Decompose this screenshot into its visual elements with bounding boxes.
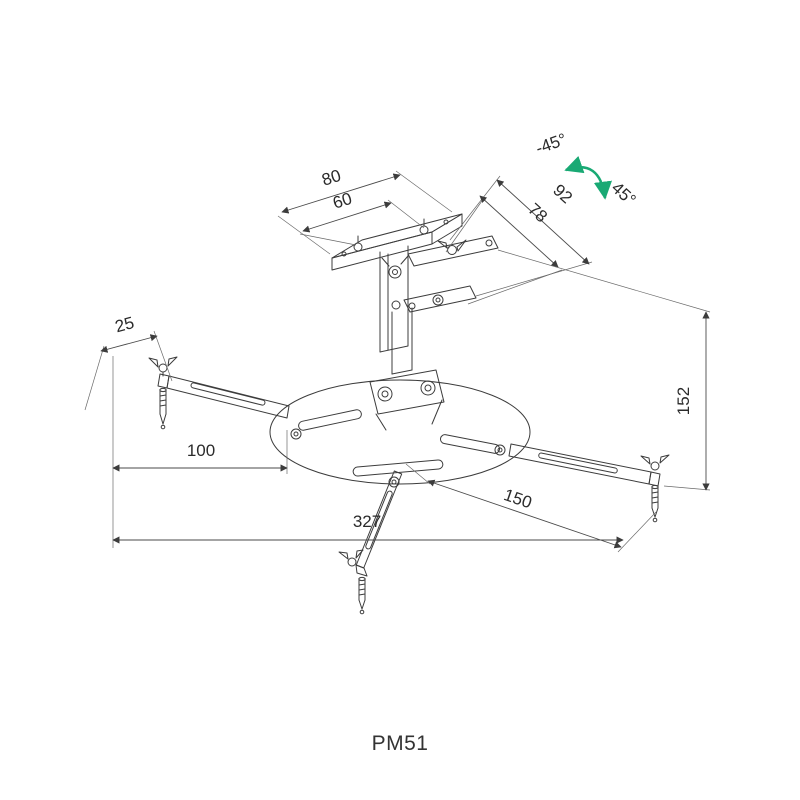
mount-illustration: [148, 213, 670, 615]
dim-327-label: 327: [353, 512, 381, 531]
wing-screw-icon: [347, 557, 357, 567]
rotation-arc-icon: [564, 155, 612, 200]
dimension-top-plate-inner: 60: [299, 189, 425, 246]
rotation-ccw-label: -45°: [533, 130, 569, 159]
wing-screw-icon: [158, 363, 168, 373]
dim-92-label: 92: [549, 181, 576, 208]
dim-25-label: 25: [113, 313, 136, 336]
rotation-annotation: -45° 45°: [533, 130, 639, 210]
dim-80-label: 80: [319, 166, 343, 190]
dimension-top-plate-outer: 80: [277, 166, 453, 255]
dimension-height: 152: [497, 249, 711, 491]
hub-joint: [369, 369, 445, 431]
dim-152-label: 152: [674, 387, 693, 415]
mounting-column: [379, 245, 409, 353]
left-arm: [148, 356, 290, 430]
product-title: PM51: [372, 732, 429, 755]
front-arm: [338, 470, 403, 615]
wing-screw-icon: [650, 461, 660, 471]
rotation-cw-label: 45°: [608, 178, 640, 209]
ceiling-plate: [331, 213, 463, 271]
pivot-joint: [391, 285, 477, 375]
dimension-arm-short: 100: [112, 356, 288, 548]
dim-60-label: 60: [330, 189, 354, 213]
dimension-bracket-outer: 92: [449, 175, 593, 297]
dimension-arm-long: 150: [405, 463, 657, 553]
dimension-annotations: 80 60 92 78 -45° 45°: [84, 130, 711, 553]
dimension-total-width: 327: [112, 512, 624, 544]
dim-100-label: 100: [187, 441, 215, 460]
dim-150-label: 150: [501, 485, 534, 512]
right-arm: [508, 443, 670, 523]
dimension-edge-offset: 25: [84, 313, 173, 411]
tilt-bracket: [407, 235, 499, 267]
dim-78-label: 78: [524, 200, 551, 227]
base-plate: [269, 379, 531, 488]
